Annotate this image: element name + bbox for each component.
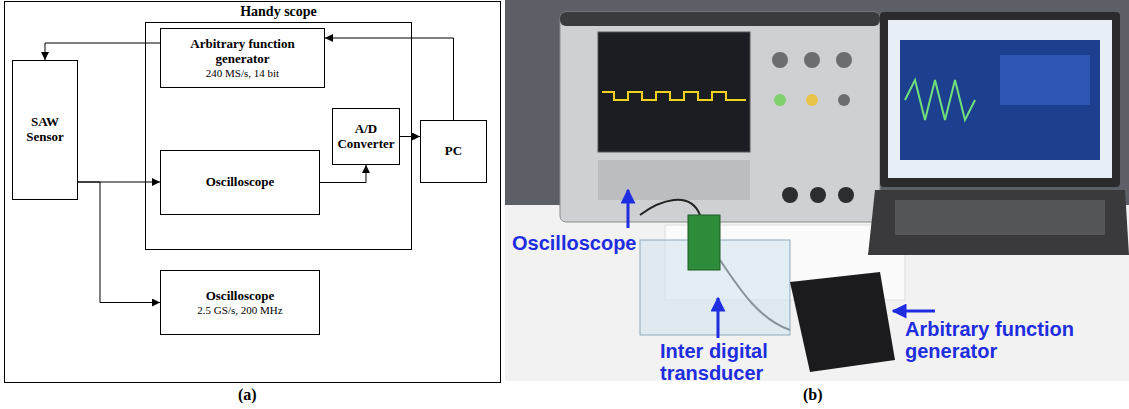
bnc-input (782, 187, 798, 203)
signal-arrow (45, 43, 160, 60)
signal-arrow (400, 136, 420, 137)
panel-label: (b) (803, 386, 823, 404)
device-group: Arbitrary function generator240 MS/s, 14… (145, 22, 412, 250)
box-title: PC (445, 144, 462, 159)
oscilloscope-screen (598, 32, 750, 152)
process-box: A/D Converter (332, 108, 400, 165)
photo-ground (505, 0, 1129, 381)
laptop-lid (880, 12, 1120, 187)
computer-box: PC (420, 120, 487, 183)
box-title: Oscilloscope (206, 175, 275, 190)
handyscope-device (790, 272, 895, 372)
photo-annotation: Arbitrary function generator (905, 318, 1125, 362)
knob (804, 52, 820, 68)
spec-text: 240 MS/s, 14 bit (206, 67, 279, 80)
led-button (806, 94, 818, 106)
panel-label: (a) (238, 386, 257, 404)
process-box: Arbitrary function generator240 MS/s, 14… (160, 28, 325, 88)
led-button (774, 94, 786, 106)
box-title: Oscilloscope (206, 289, 275, 304)
screen-trace (905, 80, 975, 120)
laptop-screen (888, 20, 1112, 178)
panel-frame (5, 2, 501, 383)
box-title: Handy scope (146, 4, 411, 20)
keyboard (895, 200, 1105, 235)
signal-arrow (78, 182, 160, 303)
button-row (598, 160, 750, 200)
process-box: Oscilloscope (160, 150, 320, 215)
oscilloscope-top (560, 12, 880, 26)
idt-pcb (688, 215, 720, 270)
knob (836, 52, 852, 68)
probe-cable (640, 200, 700, 215)
bnc-input (838, 187, 854, 203)
leader-arrow (893, 310, 935, 313)
instrument-box: Oscilloscope2.5 GS/s, 200 MHz (160, 270, 320, 335)
oscilloscope-body (560, 12, 880, 222)
laptop-base (868, 190, 1129, 255)
leader-arrow (627, 190, 630, 228)
waveform (602, 92, 746, 100)
box-title: A/D Converter (336, 122, 396, 152)
readout-panel (1000, 55, 1090, 105)
signal-arrow (320, 165, 366, 183)
software-window (900, 40, 1100, 160)
box-title: SAW Sensor (16, 115, 74, 145)
spec-text: 2.5 GS/s, 200 MHz (197, 304, 282, 317)
knob (838, 94, 850, 106)
leader-arrow (717, 298, 720, 338)
sensor-box: SAW Sensor (12, 60, 78, 200)
box-title: Arbitrary function generator (164, 37, 321, 67)
knob (772, 52, 788, 68)
bnc-input (810, 187, 826, 203)
photo-annotation: Oscilloscope (512, 232, 682, 254)
photo-annotation: Inter digital transducer (660, 340, 810, 384)
